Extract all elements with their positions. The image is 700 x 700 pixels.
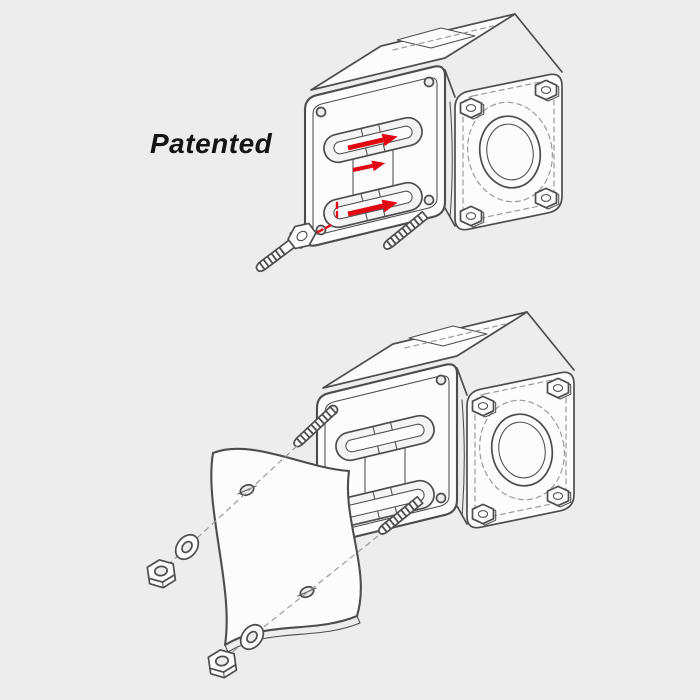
insertion-path-dashes	[316, 198, 339, 234]
bottom-exploded-view	[145, 312, 574, 681]
patented-label: Patented	[150, 128, 273, 159]
hex-nut-lower	[206, 647, 239, 681]
mounting-plate-thickness	[224, 615, 361, 653]
washer-upper	[170, 529, 204, 565]
top-exploded-view	[255, 14, 562, 273]
bolt-hex-head	[287, 222, 317, 250]
top-hex-bolt	[255, 222, 317, 273]
pump-assembly-top	[305, 14, 562, 246]
arrowhead	[381, 133, 398, 147]
insertion-arrow-middle	[352, 160, 386, 172]
alignment-axis-lower	[229, 535, 379, 655]
arrowhead	[371, 160, 386, 172]
insertion-arrow-upper	[347, 133, 398, 151]
mounting-plate-face	[210, 447, 362, 647]
hex-nut-upper	[145, 557, 178, 591]
bolt-head-face	[296, 230, 308, 242]
arrowhead	[381, 199, 398, 213]
insertion-arrow-lower	[347, 199, 398, 217]
pump-assembly-bottom	[317, 312, 574, 544]
mounting-plate-hole-upper	[237, 483, 257, 497]
mounting-plate	[210, 447, 362, 653]
